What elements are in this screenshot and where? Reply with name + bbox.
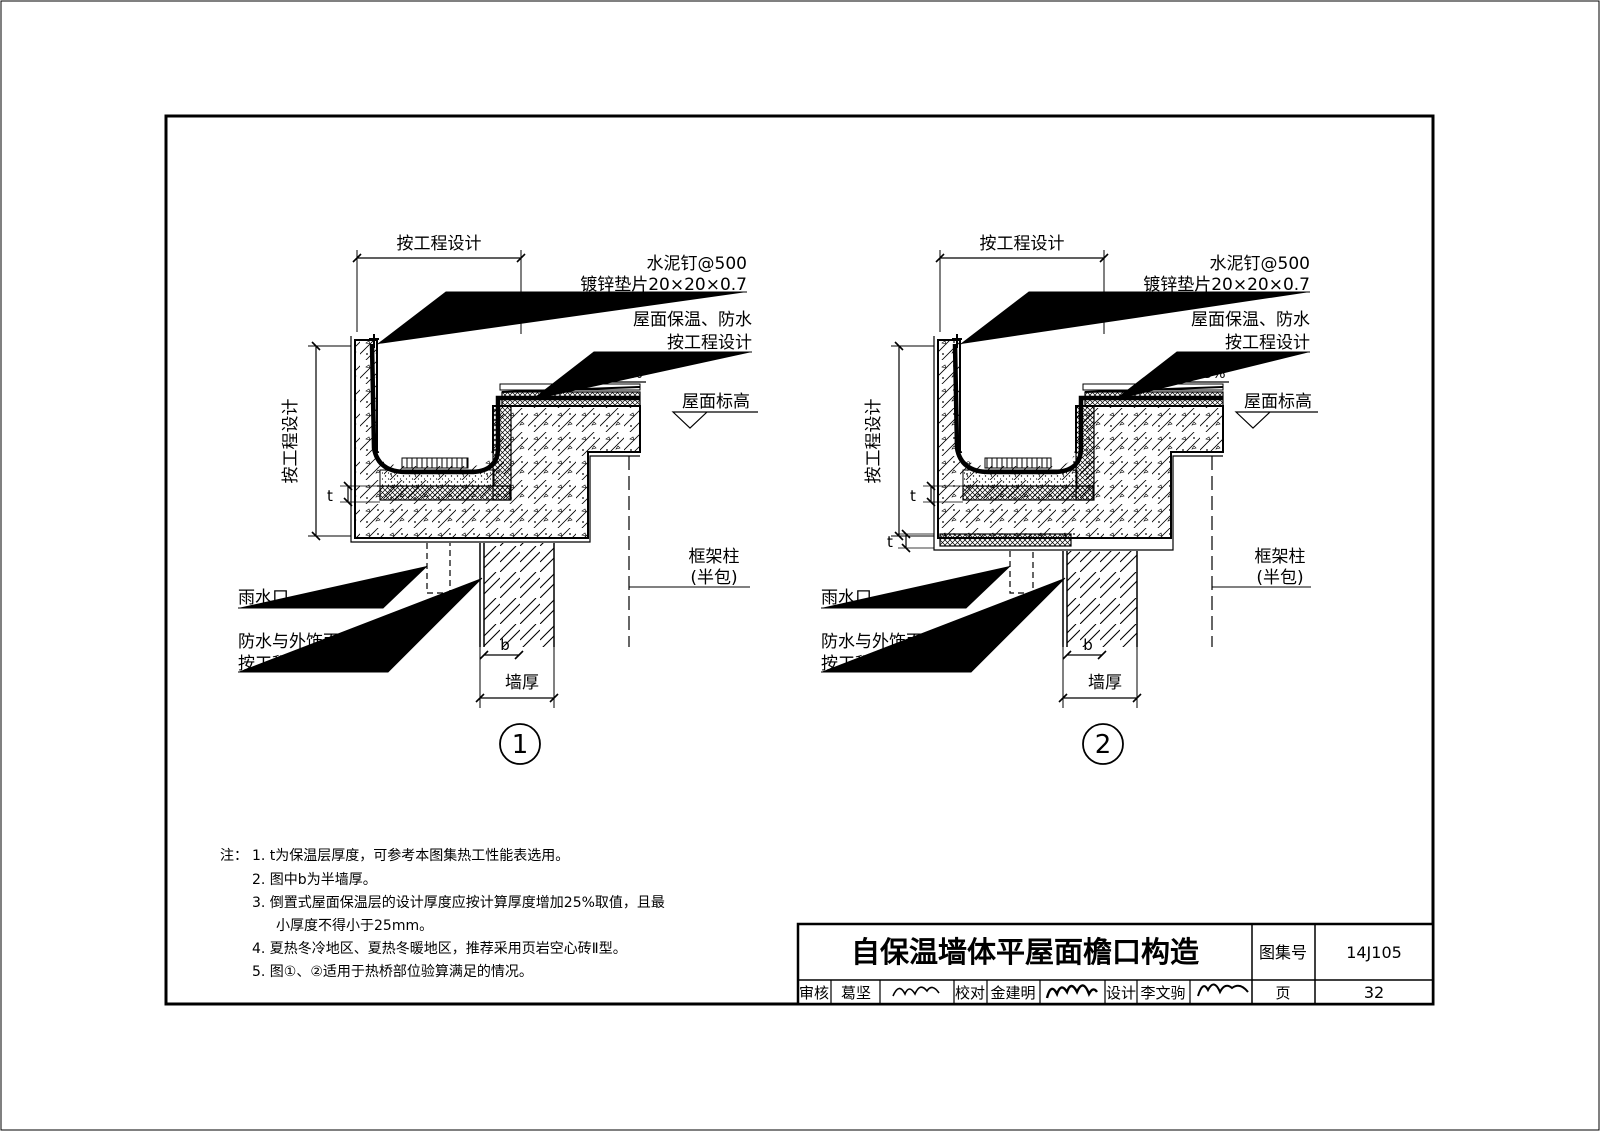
drain-grating	[401, 457, 469, 469]
notes: 注： 1. t为保温层厚度，可参考本图集热工性能表选用。 2. 图中b为半墙厚。…	[220, 847, 665, 980]
design-label: 设计	[1106, 984, 1136, 1002]
slope-label: 2～3%	[597, 366, 642, 382]
check-label: 校对	[955, 984, 985, 1002]
atlas-number-label: 图集号	[1259, 943, 1307, 962]
washer-label: 镀锌垫片20×20×0.7	[1143, 275, 1310, 295]
detail-number-circle	[499, 723, 541, 765]
slope-label: 2～3%	[1180, 366, 1225, 382]
review-label: 审核	[799, 984, 829, 1002]
gutter-insulation	[379, 485, 511, 501]
wall-thickness-label: 墙厚	[505, 673, 539, 693]
height-dimension-label: 按工程设计	[281, 399, 301, 484]
roof-layers-label-1: 屋面保温、防水	[1191, 310, 1310, 330]
designer-name: 李文驹	[1140, 984, 1185, 1002]
height-dimension-label: 按工程设计	[864, 399, 884, 484]
roof-layers-label-2: 按工程设计	[667, 333, 752, 353]
brick-wall	[484, 543, 554, 647]
t-label-lower: t	[887, 533, 893, 551]
t-label: t	[910, 487, 916, 505]
notes-prefix: 注：	[220, 848, 248, 864]
width-dimension-label: 按工程设计	[980, 234, 1065, 254]
roof-level-marker	[671, 411, 758, 429]
detail-number: 1	[512, 730, 529, 760]
detail-number-circle	[1082, 723, 1124, 765]
reviewer-name: 葛坚	[841, 984, 871, 1002]
waterproof-membrane	[369, 343, 640, 475]
washer-label: 镀锌垫片20×20×0.7	[580, 275, 747, 295]
detail-number: 2	[1095, 730, 1112, 760]
note-3-cont: 小厚度不得小于25mm。	[276, 917, 433, 934]
checker-signature	[1045, 984, 1098, 999]
column-label-1: 框架柱	[689, 547, 740, 567]
page-label: 页	[1275, 984, 1290, 1002]
finish-label-2: 按工程设计	[238, 654, 323, 674]
roof-level-label: 屋面标高	[682, 392, 750, 412]
finish-label-1: 防水与外饰面做法	[821, 632, 957, 652]
atlas-number: 14J105	[1346, 943, 1402, 962]
title-block: 自保温墙体平屋面檐口构造 图集号 14J105 审核 葛坚 校对 金建明 设计 …	[796, 922, 1435, 1006]
nail-label: 水泥钉@500	[1210, 254, 1310, 274]
detail-2: 按工程设计 按工程设计 t t 水泥钉@500 镀锌垫片20×20×0.7 屋面…	[821, 234, 1318, 765]
nail-label: 水泥钉@500	[647, 254, 747, 274]
checker-name: 金建明	[990, 984, 1035, 1002]
designer-signature	[1197, 983, 1249, 997]
finish-label-2: 按工程设计	[821, 654, 906, 674]
b-label: b	[500, 636, 510, 654]
roof-layers-label-1: 屋面保温、防水	[633, 310, 752, 330]
drawing-title: 自保温墙体平屋面檐口构造	[851, 935, 1199, 969]
reviewer-signature	[892, 986, 940, 997]
gutter-insulation	[962, 485, 1094, 501]
drain-grating	[984, 457, 1052, 469]
beam-underside-insulation	[939, 533, 1072, 547]
note-4: 4. 夏热冬冷地区、夏热冬暖地区，推荐采用页岩空心砖Ⅱ型。	[252, 941, 627, 957]
brick-wall	[1067, 551, 1137, 647]
column-label-1: 框架柱	[1255, 547, 1306, 567]
note-5: 5. 图①、②适用于热桥部位验算满足的情况。	[252, 964, 533, 980]
drain-label: 雨水口	[238, 588, 289, 608]
roof-level-marker	[1234, 411, 1318, 429]
t-label: t	[327, 487, 333, 505]
note-3: 3. 倒置式屋面保温层的设计厚度应按计算厚度增加25%取值，且最	[252, 894, 665, 911]
drain-label: 雨水口	[821, 588, 872, 608]
waterproof-membrane	[952, 343, 1223, 475]
wall-thickness-label: 墙厚	[1088, 673, 1122, 693]
drawing-frame	[164, 114, 1435, 1006]
column-label-2: (半包)	[1256, 568, 1303, 588]
note-2: 2. 图中b为半墙厚。	[252, 872, 377, 888]
roof-layers-label-2: 按工程设计	[1225, 333, 1310, 353]
note-1: 1. t为保温层厚度，可参考本图集热工性能表选用。	[252, 847, 569, 864]
detail-1: 按工程设计 按工程设计 t 水泥钉@500 镀锌垫片20×20×0.7 屋面保温…	[238, 234, 758, 765]
roof-level-label: 屋面标高	[1244, 392, 1312, 412]
width-dimension-label: 按工程设计	[397, 234, 482, 254]
column-label-2: (半包)	[690, 568, 737, 588]
page-number: 32	[1364, 983, 1384, 1002]
finish-label-1: 防水与外饰面做法	[238, 632, 374, 652]
b-label: b	[1083, 636, 1093, 654]
